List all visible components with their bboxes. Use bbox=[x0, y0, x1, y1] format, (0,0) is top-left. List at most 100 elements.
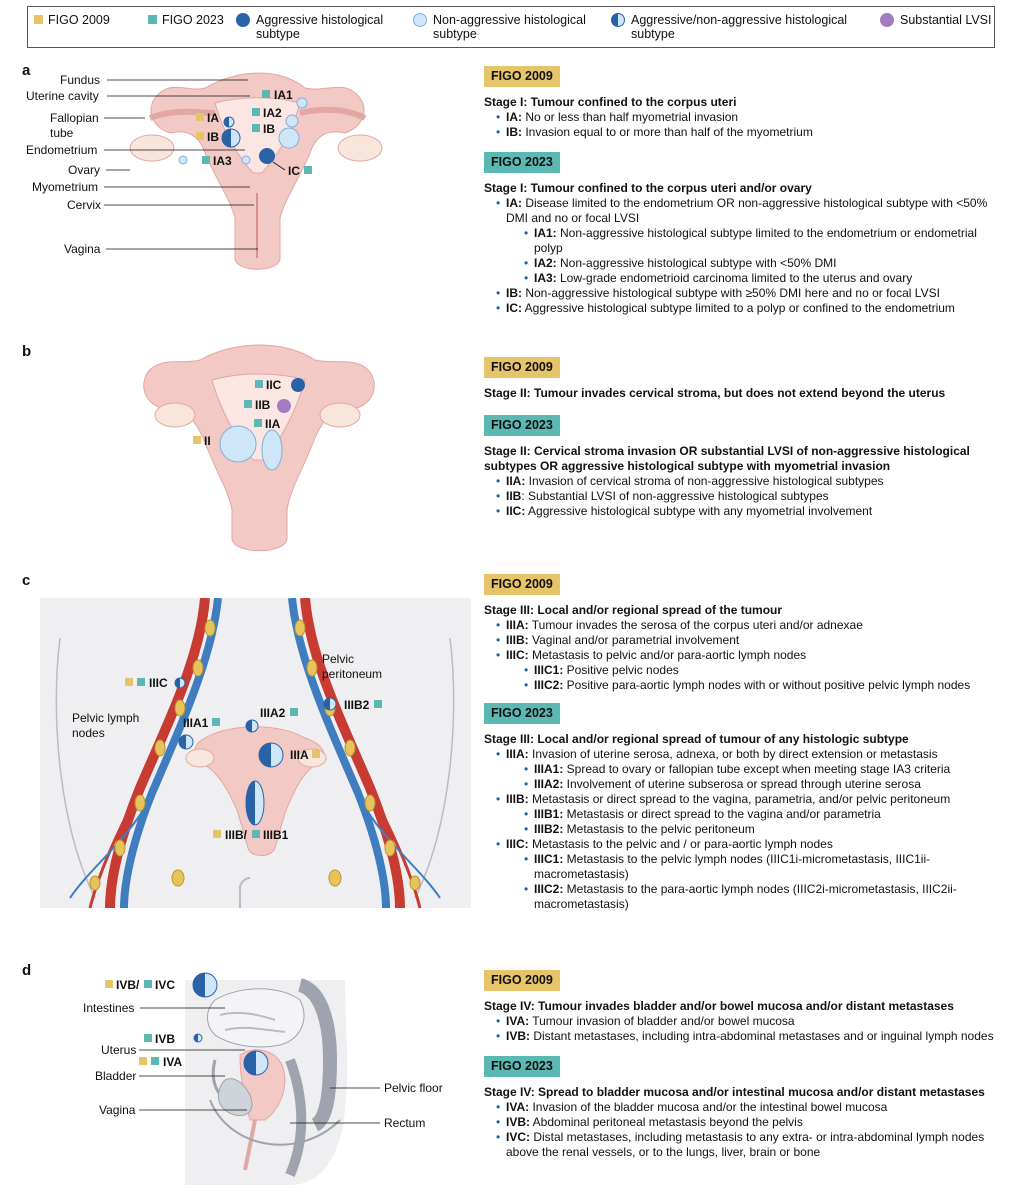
legend-figo2009: FIGO 2009 bbox=[34, 13, 110, 27]
figo2009-square-icon bbox=[34, 15, 43, 24]
list-item: IA1: Non-aggressive histological subtype… bbox=[524, 226, 1004, 256]
mixed-circle-icon bbox=[611, 13, 625, 27]
list-item: IIC: Aggressive histological subtype wit… bbox=[496, 504, 1004, 519]
marker-ib-2023: IB bbox=[263, 122, 275, 136]
figo2023-tag: FIGO 2023 bbox=[484, 703, 560, 724]
figo2009-tag: FIGO 2009 bbox=[484, 357, 560, 378]
list-item: IIIC1: Metastasis to the pelvic lymph no… bbox=[524, 852, 1004, 882]
list-item: IIIA: Invasion of uterine serosa, adnexa… bbox=[496, 747, 1004, 792]
nonaggressive-circle-icon bbox=[413, 13, 427, 27]
list-item: IIIB1: Metastasis or direct spread to th… bbox=[524, 807, 1004, 822]
list-item: IIIC2: Metastasis to the para-aortic lym… bbox=[524, 882, 1004, 912]
marker-iiia: IIIA bbox=[290, 748, 309, 762]
stage-list: IVA: Tumour invasion of bladder and/or b… bbox=[484, 1014, 1004, 1044]
marker-iiia1: IIIA1 bbox=[183, 716, 209, 730]
marker-iva: IVA bbox=[163, 1055, 182, 1069]
label-endometrium: Endometrium bbox=[26, 143, 97, 157]
label-pelvic: Pelvic bbox=[322, 652, 354, 666]
label-uterine-cavity: Uterine cavity bbox=[26, 89, 99, 103]
stage-list: IIIA: Invasion of uterine serosa, adnexa… bbox=[484, 747, 1004, 912]
label-nodes: nodes bbox=[72, 726, 105, 740]
panel-b-figure: IIC IIB IIA II bbox=[143, 344, 375, 552]
marker-ia-2009: IA bbox=[207, 111, 219, 125]
figo2023-tag: FIGO 2023 bbox=[484, 152, 560, 173]
label-fundus: Fundus bbox=[60, 73, 100, 87]
legend-mixed: Aggressive/non-aggressive histological s… bbox=[611, 13, 861, 41]
panel-c-figure: Pelvic peritoneum Pelvic lymph nodes III… bbox=[40, 598, 471, 909]
label-pelvic-floor: Pelvic floor bbox=[384, 1081, 443, 1095]
list-item: IIIA: Tumour invades the serosa of the c… bbox=[496, 618, 1004, 633]
list-item: IA: No or less than half myometrial inva… bbox=[496, 110, 1004, 125]
stage-heading: Stage III: Local and/or regional spread … bbox=[484, 732, 909, 746]
list-item: IA3: Low-grade endometrioid carcinoma li… bbox=[524, 271, 1004, 286]
marker-iiib: IIIB/ bbox=[225, 828, 248, 842]
list-item: IB: Invasion equal to or more than half … bbox=[496, 125, 1004, 140]
stage-list: IIIA: Tumour invades the serosa of the c… bbox=[484, 618, 1004, 693]
panel-a-letter: a bbox=[22, 62, 31, 79]
label-pelvic-lymph: Pelvic lymph bbox=[72, 711, 139, 725]
panel-a-text: FIGO 2009 Stage I: Tumour confined to th… bbox=[484, 66, 1004, 316]
marker-ia1: IA1 bbox=[274, 88, 293, 102]
legend-aggressive: Aggressive histological subtype bbox=[236, 13, 406, 41]
uterus-illustration bbox=[129, 72, 383, 270]
figo2009-tag: FIGO 2009 bbox=[484, 574, 560, 595]
marker-iic: IIC bbox=[266, 378, 282, 392]
list-item: IVB: Distant metastases, including intra… bbox=[496, 1029, 1004, 1044]
legend: FIGO 2009 FIGO 2023 Aggressive histologi… bbox=[27, 6, 995, 48]
label-bladder: Bladder bbox=[95, 1069, 136, 1083]
label-rectum: Rectum bbox=[384, 1116, 425, 1130]
legend-nonaggressive: Non-aggressive histological subtype bbox=[413, 13, 603, 41]
list-item: IVA: Invasion of the bladder mucosa and/… bbox=[496, 1100, 1004, 1115]
marker-ia3: IA3 bbox=[213, 154, 232, 168]
list-item: IIIC1: Positive pelvic nodes bbox=[524, 663, 1004, 678]
uterus-illustration bbox=[143, 344, 375, 552]
list-item: IB: Non-aggressive histological subtype … bbox=[496, 286, 1004, 301]
label-peritoneum: peritoneum bbox=[322, 667, 382, 681]
list-item: IVA: Tumour invasion of bladder and/or b… bbox=[496, 1014, 1004, 1029]
panel-d-letter: d bbox=[22, 962, 32, 979]
stage-list: IIA: Invasion of cervical stroma of non-… bbox=[484, 474, 1004, 519]
panel-d-figure: Intestines Uterus Bladder Vagina Pelvic … bbox=[83, 972, 443, 1185]
list-item: IIIC: Metastasis to the pelvic and / or … bbox=[496, 837, 1004, 912]
marker-iiib2: IIIB2 bbox=[344, 698, 370, 712]
list-item: IIIC: Metastasis to pelvic and/or para-a… bbox=[496, 648, 1004, 693]
stage-list: IA: Disease limited to the endometrium O… bbox=[484, 196, 1004, 316]
stage-heading: Stage IV: Spread to bladder mucosa and/o… bbox=[484, 1085, 985, 1099]
figo2023-tag: FIGO 2023 bbox=[484, 1056, 560, 1077]
panel-c-letter: c bbox=[22, 572, 31, 589]
stage-heading: Stage I: Tumour confined to the corpus u… bbox=[484, 181, 812, 195]
stage-heading: Stage IV: Tumour invades bladder and/or … bbox=[484, 999, 954, 1013]
label-vagina: Vagina bbox=[64, 242, 101, 256]
list-item: IIA: Invasion of cervical stroma of non-… bbox=[496, 474, 1004, 489]
marker-ic: IC bbox=[288, 164, 300, 178]
panel-b-letter: b bbox=[22, 343, 32, 360]
label-vagina: Vagina bbox=[99, 1103, 136, 1117]
list-item: IVC: Distal metastases, including metast… bbox=[496, 1130, 1004, 1160]
panel-b-text: FIGO 2009 Stage II: Tumour invades cervi… bbox=[484, 357, 1004, 519]
marker-iiib1: IIIB1 bbox=[263, 828, 289, 842]
legend-lvsi: Substantial LVSI bbox=[880, 13, 992, 27]
panel-a-figure: Fundus Uterine cavity Fallopian tube End… bbox=[26, 72, 383, 270]
pelvis-illustration bbox=[40, 598, 471, 909]
figo2023-square-icon bbox=[148, 15, 157, 24]
list-item: IIIA2: Involvement of uterine subserosa … bbox=[524, 777, 1004, 792]
marker-iib: IIB bbox=[255, 398, 271, 412]
label-intestines: Intestines bbox=[83, 1001, 134, 1015]
stage-heading: Stage II: Tumour invades cervical stroma… bbox=[484, 386, 946, 400]
stage-heading: Stage I: Tumour confined to the corpus u… bbox=[484, 95, 737, 109]
stage-heading: Stage III: Local and/or regional spread … bbox=[484, 603, 783, 617]
figo2009-tag: FIGO 2009 bbox=[484, 66, 560, 87]
stage-heading: Stage II: Cervical stroma invasion OR su… bbox=[484, 444, 970, 473]
list-item: IIIB: Metastasis or direct spread to the… bbox=[496, 792, 1004, 837]
panel-d-text: FIGO 2009 Stage IV: Tumour invades bladd… bbox=[484, 970, 1004, 1160]
marker-ia2: IA2 bbox=[263, 106, 282, 120]
marker-ib-2009: IB bbox=[207, 130, 219, 144]
marker-ivb-slash: IVB/ bbox=[116, 978, 140, 992]
aggressive-circle-icon bbox=[236, 13, 250, 27]
lvsi-circle-icon bbox=[880, 13, 894, 27]
marker-ivc: IVC bbox=[155, 978, 175, 992]
marker-ivb: IVB bbox=[155, 1032, 175, 1046]
label-myometrium: Myometrium bbox=[32, 180, 98, 194]
legend-figo2023: FIGO 2023 bbox=[148, 13, 224, 27]
list-item: IIB: Substantial LVSI of non-aggressive … bbox=[496, 489, 1004, 504]
